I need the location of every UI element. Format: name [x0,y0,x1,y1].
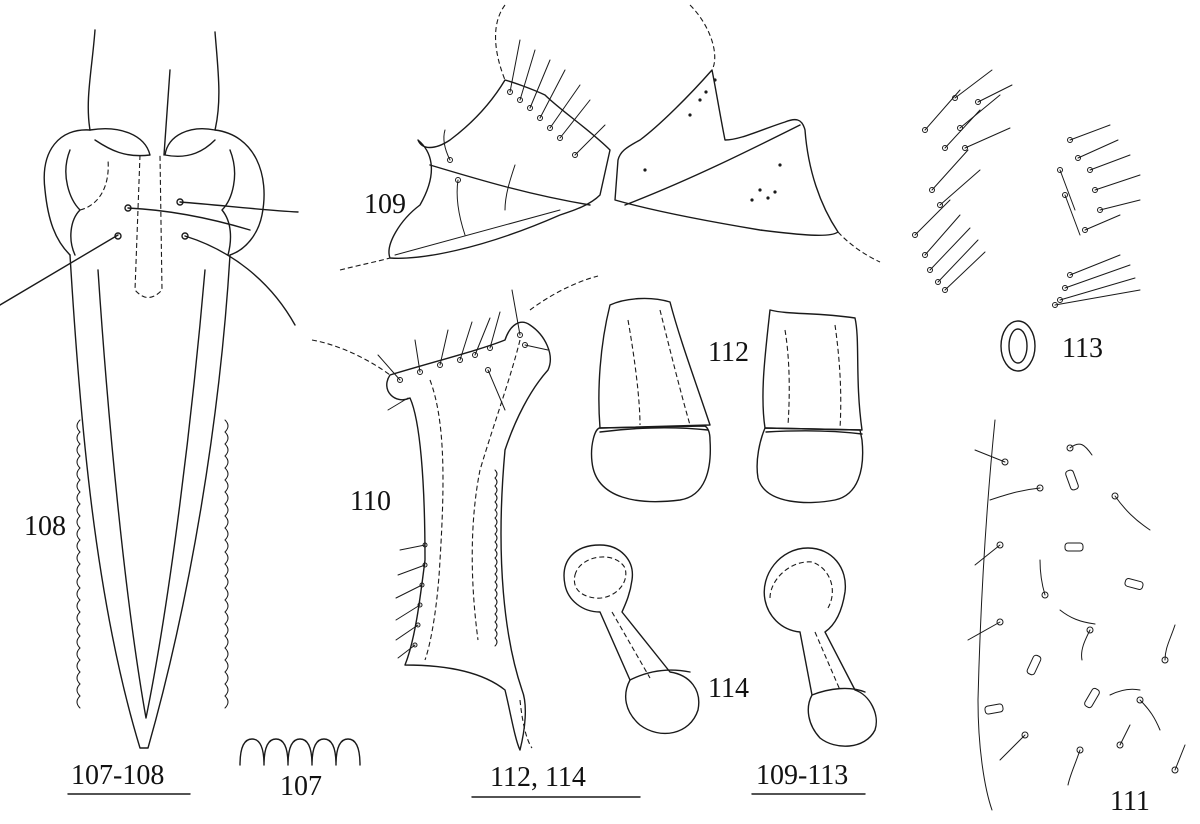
scale-bar-label: 107-108 [71,760,164,791]
fig113-drawing [912,69,1141,372]
scale-bar-107-108: 107-108 [67,760,191,795]
fig111-label: 111 [1110,786,1150,817]
fig108-drawing [0,29,299,749]
fig110-drawing [311,275,599,751]
fig114-drawing [563,544,877,747]
fig111-drawing [967,419,1186,811]
fig114-label: 114 [708,673,749,704]
fig107-label: 107 [280,771,322,802]
fig108-label: 108 [24,511,66,542]
fig109-label: 109 [364,189,406,220]
fig112-label: 112 [708,337,749,368]
fig107-drawing [239,738,361,766]
scale-bar-109-113: 109-113 [751,760,866,795]
scale-bar-label: 109-113 [756,760,848,791]
fig112-drawing [590,297,864,504]
fig109-drawing [339,4,881,271]
fig110-label: 110 [350,486,391,517]
scale-bar-112-114: 112, 114 [471,762,641,798]
fig113-label: 113 [1062,333,1103,364]
scale-bar-label: 112, 114 [490,762,586,793]
